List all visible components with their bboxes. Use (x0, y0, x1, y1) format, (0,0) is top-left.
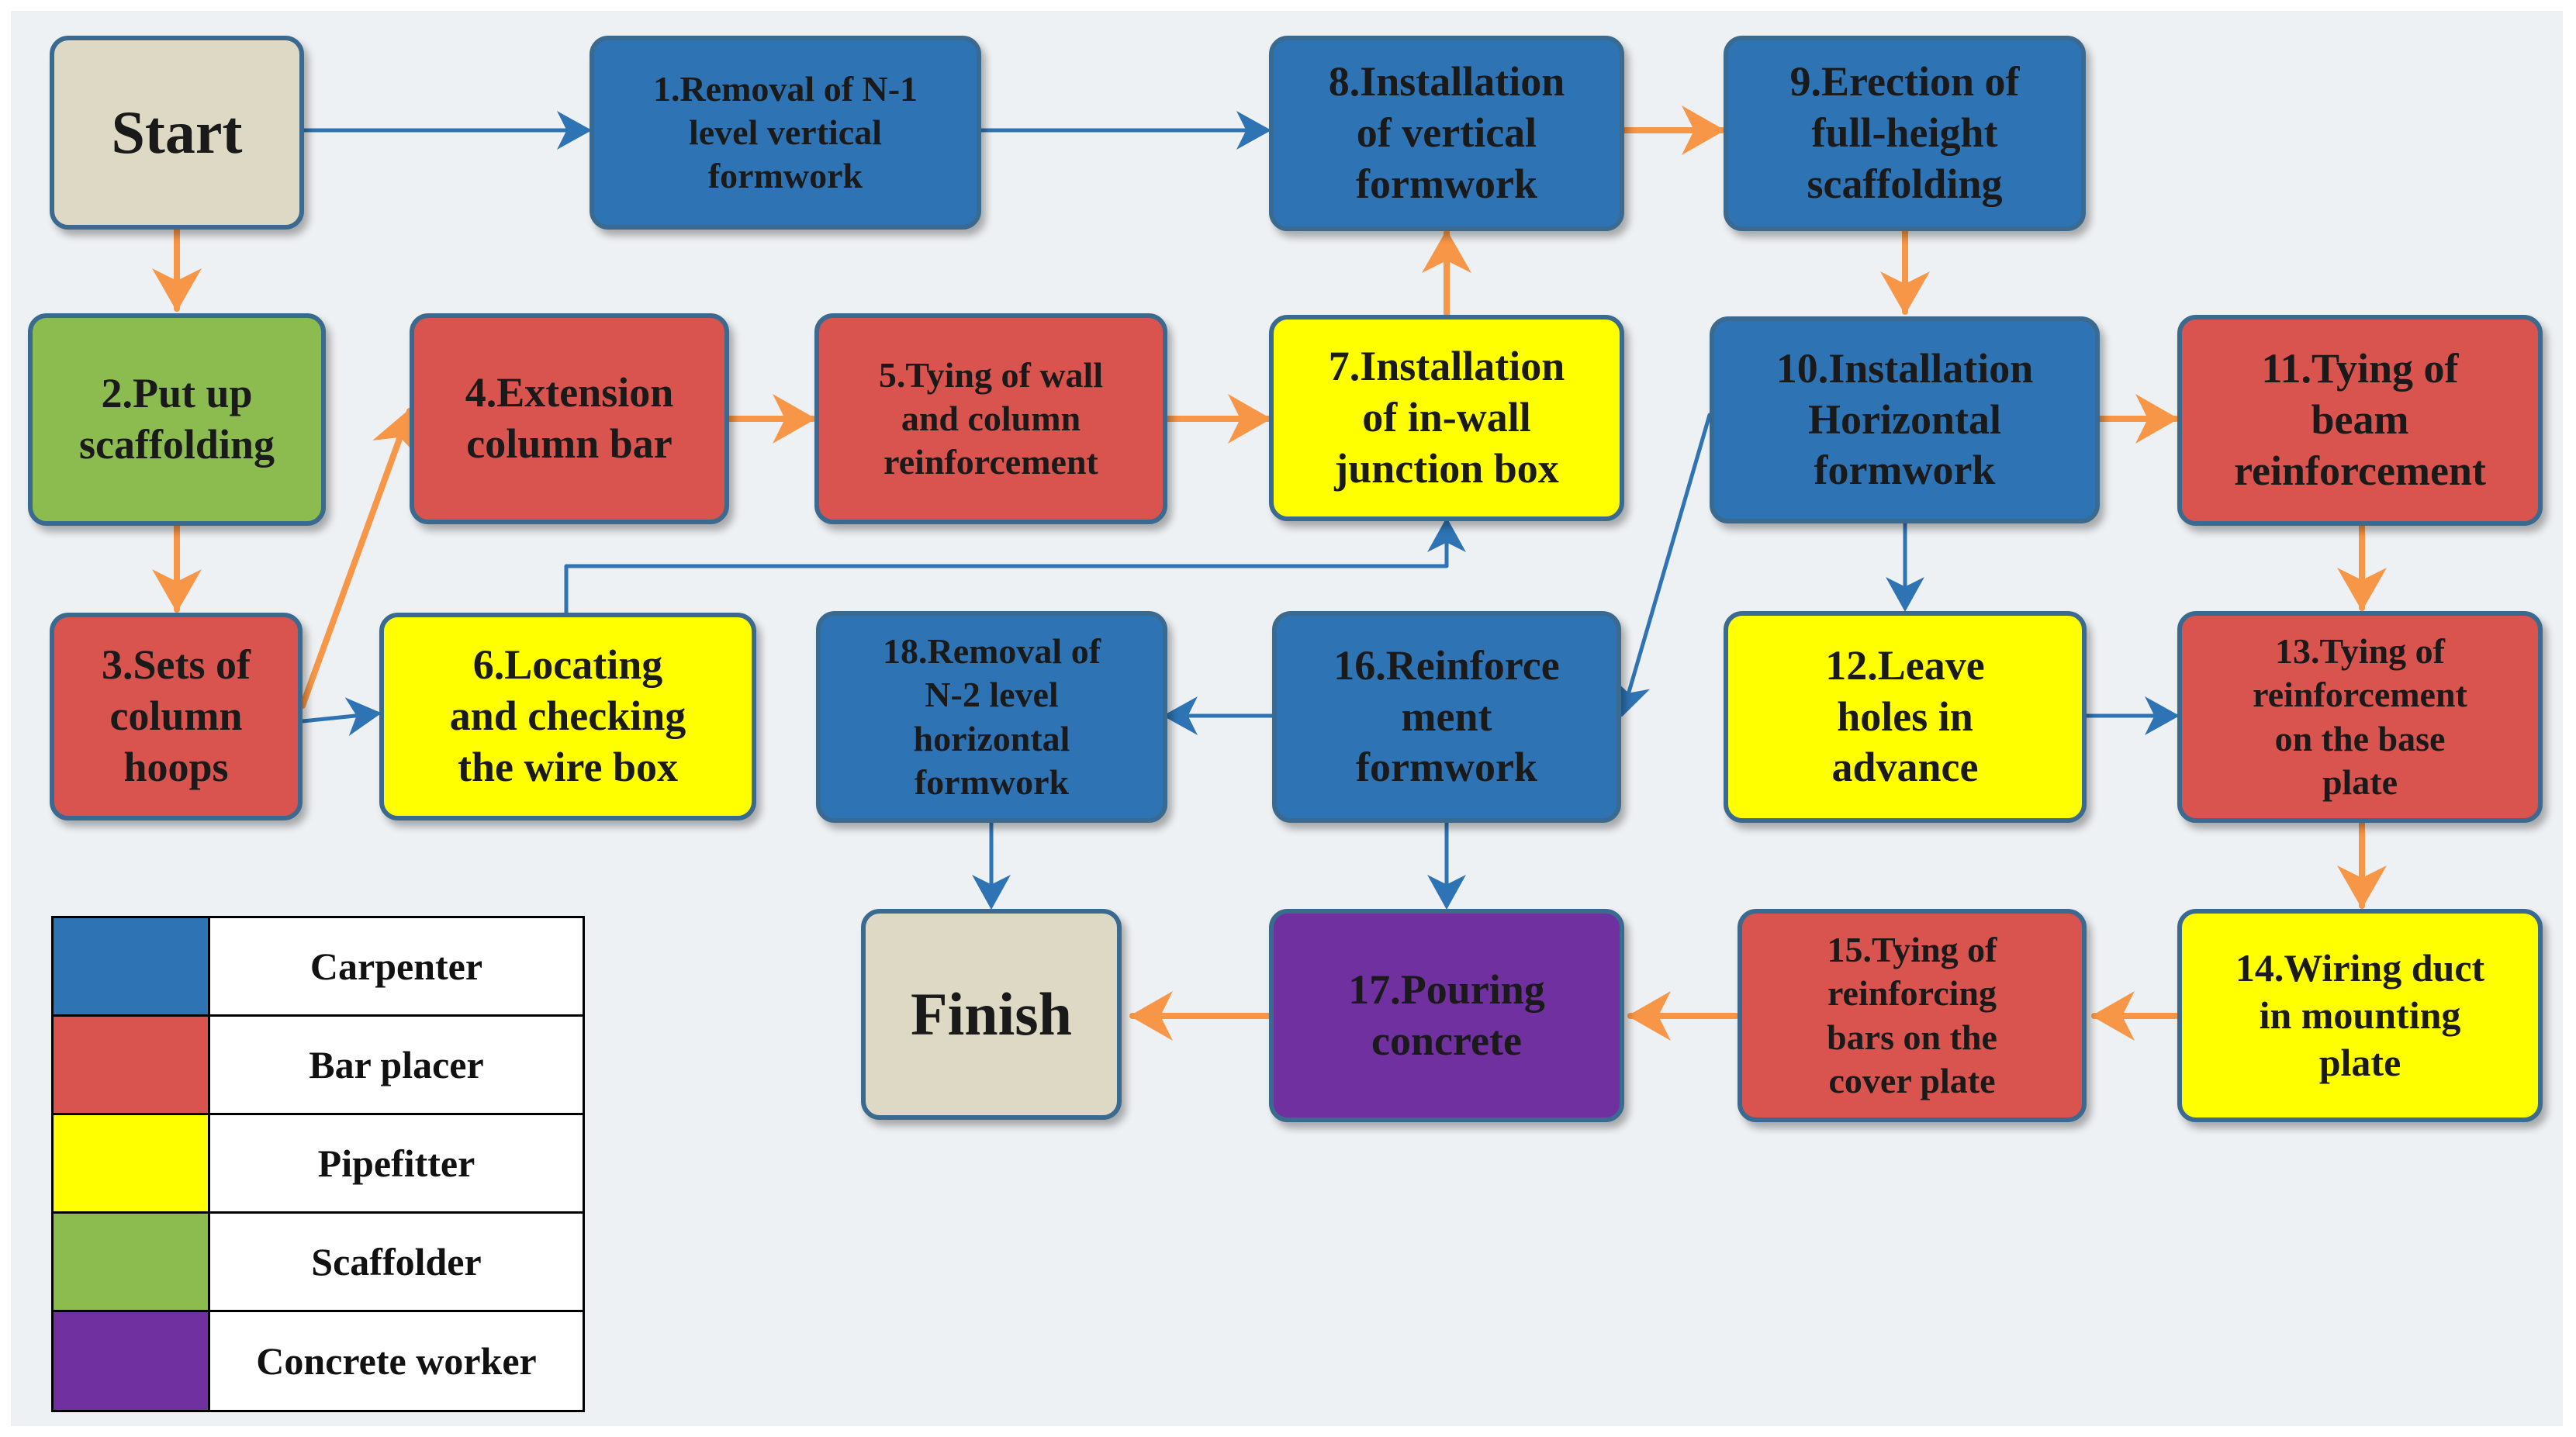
arrow-3-to-4 (299, 408, 420, 709)
start-node: Start (50, 36, 304, 230)
legend-swatch (54, 1017, 210, 1113)
legend-label: Pipefitter (317, 1142, 475, 1185)
node-4-extension-column-bar: 4.Extension column bar (410, 313, 729, 524)
legend-row: Scaffolder (54, 1214, 583, 1312)
node-16-reinforcement-formwork: 16.Reinforce ment formwork (1272, 611, 1621, 823)
finish-node: Finish (861, 909, 1122, 1120)
node-18-removal-horizontal-formwork: 18.Removal of N-2 level horizontal formw… (816, 611, 1167, 823)
arrow-10-to-16 (1613, 413, 1712, 717)
legend-swatch (54, 1115, 210, 1211)
node-1-removal-vertical-formwork: 1.Removal of N-1 level vertical formwork (590, 36, 981, 230)
legend-row: Pipefitter (54, 1115, 583, 1214)
node-8-installation-vertical-formwork: 8.Installation of vertical formwork (1269, 36, 1624, 231)
arrow-6-to-7 (564, 517, 1466, 615)
node-3-column-hoops: 3.Sets of column hoops (50, 613, 303, 820)
node-13-base-plate-reinforcement: 13.Tying of reinforcement on the base pl… (2177, 611, 2543, 823)
node-15-cover-plate-bars: 15.Tying of reinforcing bars on the cove… (1738, 909, 2087, 1122)
legend-row: Concrete worker (54, 1312, 583, 1410)
legend-row: Bar placer (54, 1017, 583, 1115)
legend-label: Bar placer (309, 1043, 484, 1086)
legend-row: Carpenter (54, 918, 583, 1017)
node-10-horizontal-formwork: 10.Installation Horizontal formwork (1710, 316, 2100, 523)
legend-swatch (54, 1214, 210, 1310)
arrow-3-to-6 (300, 697, 382, 736)
node-17-pouring-concrete: 17.Pouring concrete (1269, 909, 1624, 1122)
node-12-leave-holes: 12.Leave holes in advance (1724, 611, 2087, 823)
legend-swatch (54, 918, 210, 1014)
legend-label: Carpenter (309, 945, 483, 988)
legend: Carpenter Bar placer Pipefitter Scaffold… (51, 916, 585, 1412)
node-6-locating-wire-box: 6.Locating and checking the wire box (379, 613, 756, 820)
node-11-beam-reinforcement: 11.Tying of beam reinforcement (2177, 315, 2543, 526)
node-2-put-up-scaffolding: 2.Put up scaffolding (28, 313, 326, 526)
legend-label: Scaffolder (311, 1240, 482, 1283)
node-9-erection-scaffolding: 9.Erection of full-height scaffolding (1724, 36, 2086, 231)
legend-label: Concrete worker (256, 1339, 537, 1383)
legend-swatch (54, 1312, 210, 1410)
node-7-in-wall-junction-box: 7.Installation of in-wall junction box (1269, 315, 1624, 521)
node-5-tying-wall-column: 5.Tying of wall and column reinforcement (814, 313, 1167, 524)
node-14-wiring-duct: 14.Wiring duct in mounting plate (2177, 909, 2543, 1122)
